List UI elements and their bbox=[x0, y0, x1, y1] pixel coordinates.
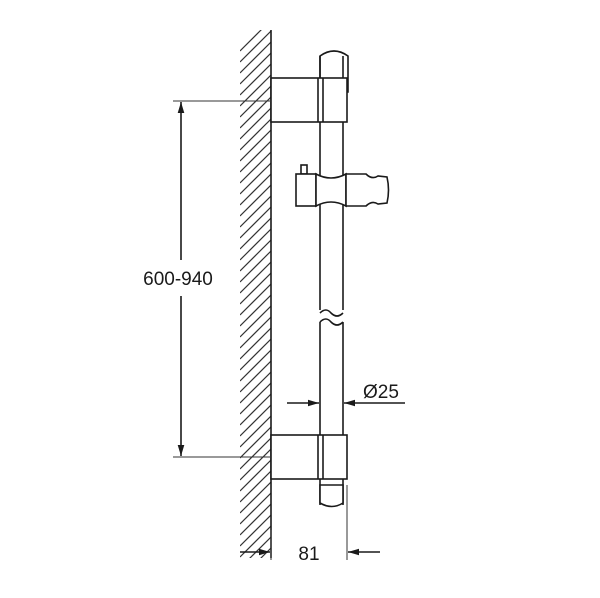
hatch-line bbox=[240, 327, 271, 360]
hatch-line bbox=[240, 581, 271, 598]
holder-collar bbox=[315, 172, 347, 208]
hatch-line bbox=[240, 41, 271, 74]
hatch-line bbox=[240, 503, 271, 536]
hatch-line bbox=[240, 360, 271, 393]
height-dimension: 600-940 bbox=[143, 100, 271, 458]
hatch-line bbox=[240, 570, 271, 598]
hatch-line bbox=[240, 272, 271, 305]
hatch-line bbox=[240, 371, 271, 404]
wall bbox=[240, 30, 272, 598]
hatch-line bbox=[240, 118, 271, 151]
hatch-line bbox=[240, 206, 271, 239]
hatch-line bbox=[240, 239, 271, 272]
diameter-label: Ø25 bbox=[363, 382, 399, 403]
hatch-line bbox=[240, 217, 271, 250]
hatch-line bbox=[240, 393, 271, 426]
hatch-line bbox=[240, 228, 271, 261]
projection-label: 81 bbox=[298, 544, 319, 565]
hatch-line bbox=[240, 96, 271, 129]
hatch-line bbox=[240, 52, 271, 85]
hatch-line bbox=[240, 184, 271, 217]
rail-bottom-cap bbox=[319, 484, 344, 508]
upper-wall-bracket bbox=[270, 77, 348, 123]
hatch-line bbox=[240, 382, 271, 415]
hatch-line bbox=[240, 129, 271, 162]
hatch-line bbox=[240, 592, 271, 598]
rail-break-top bbox=[319, 309, 344, 317]
hatch-line bbox=[240, 162, 271, 195]
holder-cradle bbox=[345, 173, 390, 207]
hatch-line bbox=[240, 459, 271, 492]
hatch-line bbox=[240, 338, 271, 371]
hatch-line bbox=[240, 140, 271, 173]
hatch-line bbox=[240, 514, 271, 547]
hatch-line bbox=[240, 316, 271, 349]
hatch-line bbox=[240, 404, 271, 437]
lower-wall-bracket bbox=[270, 434, 348, 480]
hatch-line bbox=[240, 30, 262, 52]
hatch-line bbox=[240, 283, 271, 316]
hatch-line bbox=[240, 448, 271, 481]
hatch-line bbox=[240, 481, 271, 514]
hatch-line bbox=[240, 151, 271, 184]
hatch-line bbox=[240, 470, 271, 503]
rail-break-bottom bbox=[319, 318, 344, 326]
diameter-dimension: Ø25 bbox=[287, 382, 405, 407]
hatch-line bbox=[240, 426, 271, 459]
wall-hatching bbox=[240, 30, 271, 598]
holder-knob bbox=[300, 164, 308, 175]
height-dimension-label: 600-940 bbox=[143, 269, 213, 290]
hatch-line bbox=[240, 30, 271, 63]
hatch-line bbox=[240, 492, 271, 525]
hatch-line bbox=[240, 63, 271, 96]
hatch-line bbox=[240, 173, 271, 206]
hatch-line bbox=[240, 349, 271, 382]
hatch-line bbox=[240, 261, 271, 294]
hatch-line bbox=[240, 195, 271, 228]
hatch-line bbox=[240, 107, 271, 140]
hatch-line bbox=[240, 294, 271, 327]
hatch-line bbox=[240, 437, 271, 470]
hatch-line bbox=[240, 250, 271, 283]
handshower-holder bbox=[295, 164, 390, 208]
hatch-line bbox=[240, 415, 271, 448]
projection-dimension: 81 bbox=[240, 485, 380, 565]
hatch-line bbox=[240, 305, 271, 338]
holder-clamp bbox=[295, 173, 317, 207]
hatch-line bbox=[240, 559, 271, 590]
